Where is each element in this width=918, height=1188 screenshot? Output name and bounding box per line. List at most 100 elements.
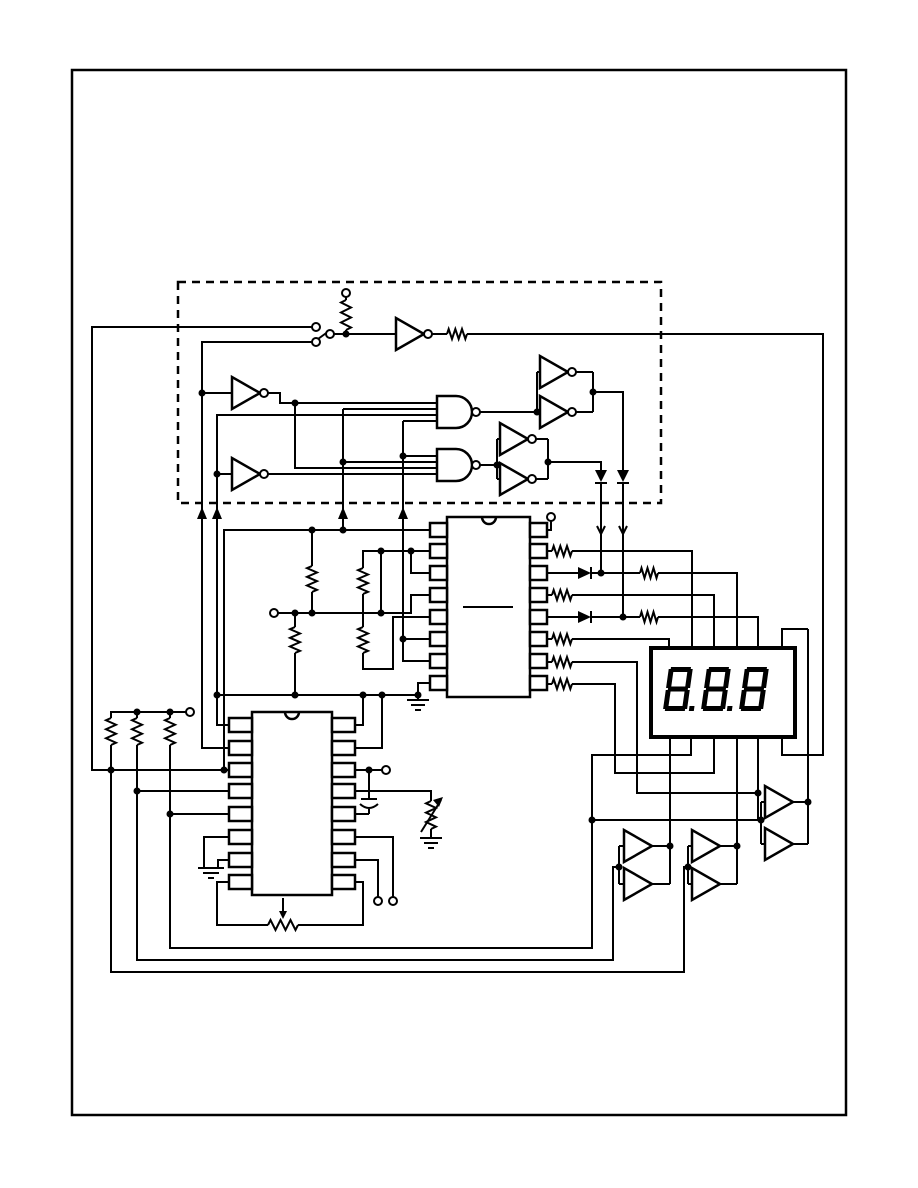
ic-notch-icon xyxy=(480,516,498,526)
oscillator-dashed-region xyxy=(176,280,663,505)
junction-dot xyxy=(308,609,316,617)
ic-pin xyxy=(227,851,254,869)
buffer-icon xyxy=(763,783,796,821)
ic-pin xyxy=(227,782,254,800)
wire-switch-top-to-ic1 xyxy=(91,326,312,771)
open-terminals xyxy=(185,288,556,906)
ic-pin xyxy=(227,873,254,891)
wire-ic1-gnd xyxy=(203,836,229,868)
inverter-bubble-icon xyxy=(527,474,537,484)
wire-ground-bus xyxy=(217,682,430,700)
junction-dot xyxy=(220,766,228,774)
arrow-down-icon xyxy=(596,525,606,537)
inverter-bubble-icon xyxy=(567,407,577,417)
junction-dot xyxy=(597,569,605,577)
open-terminal-icon xyxy=(311,322,321,332)
ic-pin xyxy=(428,521,449,539)
trimmer-resistor xyxy=(423,800,439,830)
pullup-resistor-2 xyxy=(129,717,145,746)
logic-gates xyxy=(230,315,796,903)
wire-nand-tap-a xyxy=(342,408,437,530)
ic-pin xyxy=(428,586,449,604)
segment-resistor-4 xyxy=(639,608,659,626)
inverter-icon xyxy=(498,420,531,458)
junction-dot xyxy=(757,816,765,824)
junction-dot xyxy=(378,691,386,699)
ic-pin xyxy=(528,674,549,692)
ground-symbols xyxy=(198,699,442,879)
segment-b xyxy=(723,669,731,688)
segment-resistor-7 xyxy=(551,675,573,693)
resistors xyxy=(103,299,659,933)
segment-g xyxy=(743,686,765,692)
ic-pin xyxy=(227,716,254,734)
junction-dot xyxy=(365,766,373,774)
ic-pin xyxy=(528,521,549,539)
resistor-rb xyxy=(287,626,303,654)
junction-dot xyxy=(399,452,407,460)
junction-dot xyxy=(615,863,623,871)
wire-pullup-bus xyxy=(110,711,186,718)
segment-f xyxy=(704,669,712,688)
ic-pin xyxy=(330,873,357,891)
junction-dot xyxy=(339,526,347,534)
open-terminal-icon xyxy=(325,329,335,339)
inverter-icon xyxy=(538,353,571,391)
open-terminal-icon xyxy=(185,707,195,717)
pullup-resistor-1 xyxy=(103,717,119,746)
segment-c xyxy=(758,690,766,709)
wire-feedback-long xyxy=(432,333,824,756)
segment-resistor-5 xyxy=(551,630,573,648)
wire-row2 xyxy=(547,550,693,648)
segment-c xyxy=(682,690,690,709)
junction-dot xyxy=(733,842,741,850)
nand4-gate-icon xyxy=(435,394,474,430)
buffer-icon xyxy=(622,865,655,903)
ic-pin xyxy=(330,828,357,846)
page-border xyxy=(70,68,848,1117)
seven-segment-display xyxy=(649,646,797,739)
nand-bubble-icon xyxy=(471,460,481,470)
segment-f xyxy=(666,669,674,688)
upper-ic-chip xyxy=(428,515,549,699)
segment-resistor-3 xyxy=(551,586,573,604)
wire-loop-b xyxy=(136,745,619,961)
segment-b xyxy=(761,669,769,688)
display-digit xyxy=(739,667,769,711)
decimal-point xyxy=(726,706,733,711)
junction-dot xyxy=(804,798,812,806)
junction-dot xyxy=(533,408,541,416)
junction-dot xyxy=(213,470,221,478)
open-terminal-icon xyxy=(311,337,321,347)
wire-nand-tap-c xyxy=(343,420,437,662)
segment-a xyxy=(746,667,767,672)
segment-resistor-1 xyxy=(551,542,573,560)
open-terminal-icon xyxy=(546,512,556,522)
segment-c xyxy=(720,690,728,709)
wire-switch-bottom-to-ic1 xyxy=(201,341,312,749)
segment-a xyxy=(708,667,729,672)
segment-g xyxy=(667,686,689,692)
junction-dot xyxy=(133,787,141,795)
pot-arrow-icon xyxy=(279,911,287,919)
wire-bufpair-left-out xyxy=(652,737,671,885)
wire-ic2-r1 xyxy=(547,521,552,531)
buffer-icon xyxy=(622,827,655,865)
junction-dot xyxy=(107,766,115,774)
junction-dot xyxy=(493,461,501,469)
segment-resistor-2 xyxy=(639,564,659,582)
junction-dot xyxy=(166,708,174,716)
display-digit xyxy=(701,667,733,711)
junction-dot xyxy=(377,547,385,555)
buffer-icon xyxy=(690,865,723,903)
segment-d xyxy=(664,706,686,711)
resistor-osc-top xyxy=(338,299,354,331)
arrow-up-icon xyxy=(212,507,222,519)
wire-nand2-out xyxy=(480,438,500,480)
pullup-resistor-3 xyxy=(162,717,178,746)
wire-bufpair-mid-out xyxy=(720,737,738,885)
upper-ic-body xyxy=(445,515,532,699)
junction-dots xyxy=(107,330,812,871)
